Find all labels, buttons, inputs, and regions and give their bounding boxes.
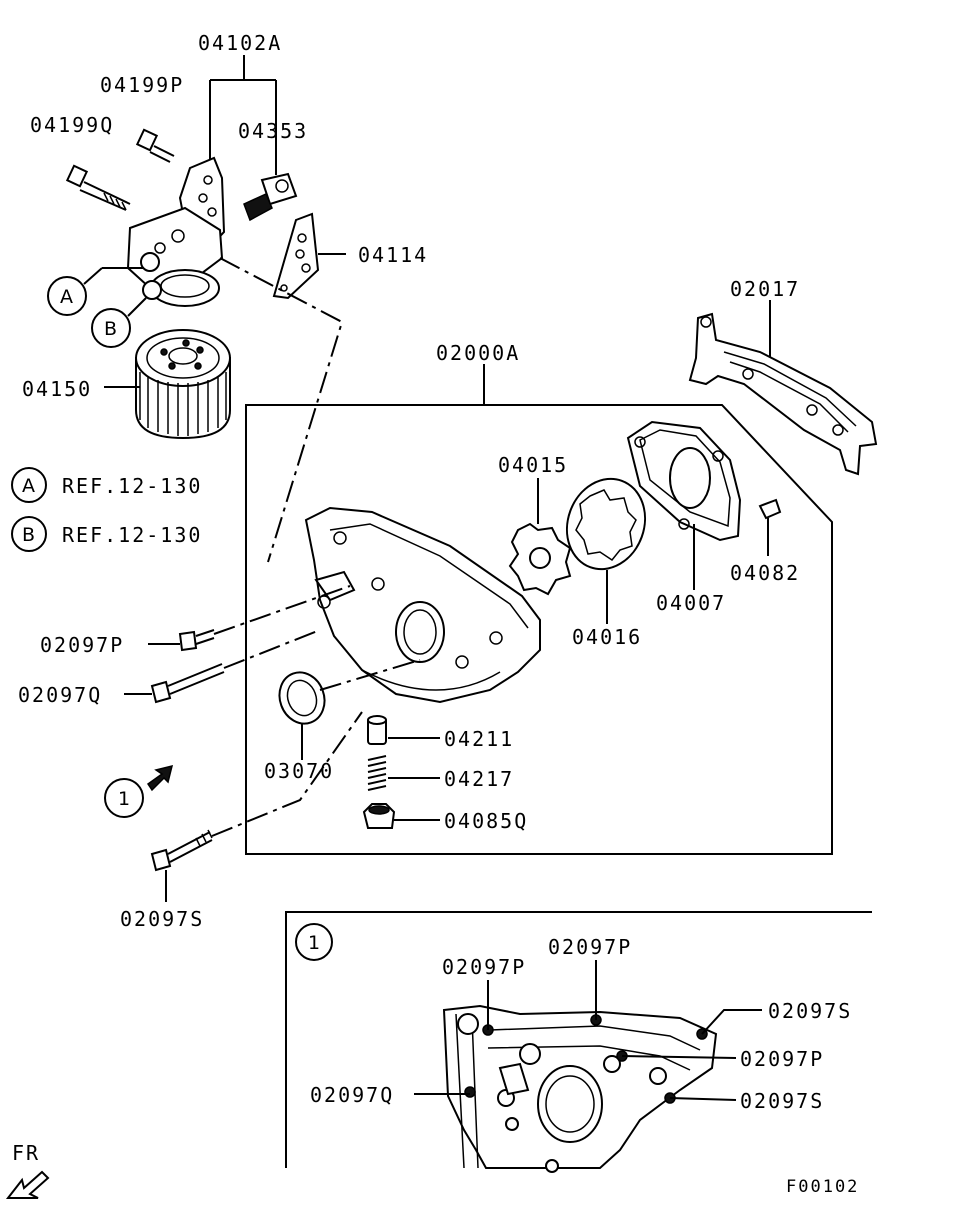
outer-rotor-04016 bbox=[565, 477, 647, 624]
reference-legend bbox=[11, 467, 47, 552]
relief-valve-parts bbox=[362, 715, 440, 829]
label-04015: 04015 bbox=[498, 453, 568, 477]
label-04211: 04211 bbox=[444, 727, 514, 751]
label-02017: 02017 bbox=[730, 277, 800, 301]
bolt-04082 bbox=[758, 498, 782, 556]
oil-pump-assembly-box bbox=[245, 364, 833, 855]
label-04199p: 04199P bbox=[100, 73, 184, 97]
label-02000a: 02000A bbox=[436, 341, 520, 365]
ref-marker-a bbox=[47, 276, 87, 316]
label-02097p: 02097P bbox=[40, 633, 124, 657]
detail-label-02097q: 02097Q bbox=[310, 1083, 394, 1107]
label-02097q: 02097Q bbox=[18, 683, 102, 707]
detail-label-02097p-left: 02097P bbox=[442, 955, 526, 979]
gasket-04114 bbox=[272, 212, 346, 300]
pressure-switch-04353 bbox=[243, 148, 298, 222]
detail-view-1 bbox=[285, 911, 872, 1173]
ref-marker-b bbox=[91, 308, 131, 348]
ref-a-text: REF.12-130 bbox=[62, 474, 202, 498]
label-02097s: 02097S bbox=[120, 907, 204, 931]
label-04102a: 04102A bbox=[198, 31, 282, 55]
ref-marker-b-text: B bbox=[104, 318, 117, 340]
gasket-02017 bbox=[688, 300, 878, 476]
pump-housing bbox=[304, 506, 541, 704]
pump-mounting-bolts bbox=[124, 585, 421, 902]
oil-seal-03070 bbox=[278, 671, 326, 760]
bolt-04199p bbox=[135, 128, 175, 163]
label-04150: 04150 bbox=[22, 377, 92, 401]
pump-cover-04007 bbox=[626, 420, 742, 590]
detail-label-02097p-top: 02097P bbox=[548, 935, 632, 959]
view-1-marker-text: 1 bbox=[118, 788, 130, 810]
ref-marker-a-text: A bbox=[60, 286, 73, 308]
label-04016: 04016 bbox=[572, 625, 642, 649]
ref-b-circle-text: B bbox=[22, 524, 35, 546]
label-03070: 03070 bbox=[264, 759, 334, 783]
oil-filter-bracket-group bbox=[47, 55, 346, 563]
label-04114: 04114 bbox=[358, 243, 428, 267]
label-04007: 04007 bbox=[656, 591, 726, 615]
front-direction-arrow bbox=[5, 1170, 50, 1199]
ref-a-circle-text: A bbox=[22, 475, 35, 497]
inner-rotor-04015 bbox=[508, 478, 572, 596]
bolt-04199q bbox=[65, 164, 131, 211]
detail-marker-text: 1 bbox=[308, 932, 320, 954]
label-04353: 04353 bbox=[238, 119, 308, 143]
diagram-code: F00102 bbox=[786, 1177, 859, 1197]
label-04217: 04217 bbox=[444, 767, 514, 791]
detail-label-02097s-bottom: 02097S bbox=[740, 1089, 824, 1113]
fr-label: FR bbox=[12, 1141, 40, 1165]
label-04199q: 04199Q bbox=[30, 113, 114, 137]
oil-filter-04150 bbox=[104, 329, 231, 440]
detail-label-02097p-right: 02097P bbox=[740, 1047, 824, 1071]
view-1-arrow bbox=[104, 764, 174, 818]
label-04085q: 04085Q bbox=[444, 809, 528, 833]
label-04082: 04082 bbox=[730, 561, 800, 585]
ref-b-text: REF.12-130 bbox=[62, 523, 202, 547]
detail-label-02097s-top: 02097S bbox=[768, 999, 852, 1023]
